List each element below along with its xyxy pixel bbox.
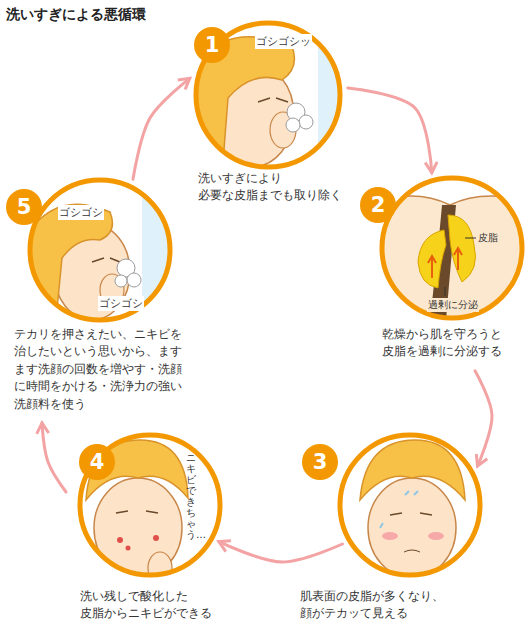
cycle-arrow [475,371,492,466]
step-number: 4 [79,444,115,480]
step-caption: 肌表面の皮脂が多くなり、 顔がテカッて見える [300,588,456,623]
step-caption: 洗いすぎにより 必要な皮脂までも取り除く [198,170,352,205]
washing-face [190,20,358,175]
step-circle-outline [80,435,220,575]
sound-effect: ゴシゴシ [58,205,104,220]
sound-effect: ゴシゴシッ [255,34,312,49]
cycle-arrow [348,88,432,173]
sound-effect: ゴシゴシ [98,296,144,311]
cycle-arrow [219,542,343,562]
step-caption: 乾燥から肌を守ろうと 皮脂を過剰に分泌する [382,326,526,361]
step-caption: 洗い残しで酸化した 皮脂からニキビができる [80,588,225,623]
cycle-arrow [133,78,190,179]
part-label: 過剰に分泌 [427,298,479,312]
sound-effect: ニキビできちゃう… [186,452,196,540]
step-number: 3 [302,444,338,480]
diagram-title: 洗いすぎによる悪循環 [6,6,146,24]
step-circle [337,432,483,578]
skin-section [380,176,525,321]
part-label: 皮脂 [477,231,499,245]
cycle-step: 3 肌表面の皮脂が多くなり、 顔がテカッて見える [298,430,485,625]
shiny-face [338,433,483,578]
step-circle-outline [382,178,522,318]
step-caption: テカリを押さえたい、ニキビを 治したいという思いから、ます ます洗顔の回数を増や… [14,326,200,413]
step-number: 2 [360,187,396,223]
pimple-face [78,433,223,584]
scrubbing-face [25,178,177,330]
step-circle-outline [340,435,480,575]
cycle-step: 4 洗い残しで酸化した 皮脂からニキビができる [75,430,227,625]
cycle-arrow [42,423,66,492]
step-number: 5 [6,189,42,225]
step-number: 1 [194,27,230,63]
cycle-step: 2 乾燥から肌を守ろうと 皮脂を過剰に分泌する [358,173,528,363]
step-circle-outline [30,180,170,320]
